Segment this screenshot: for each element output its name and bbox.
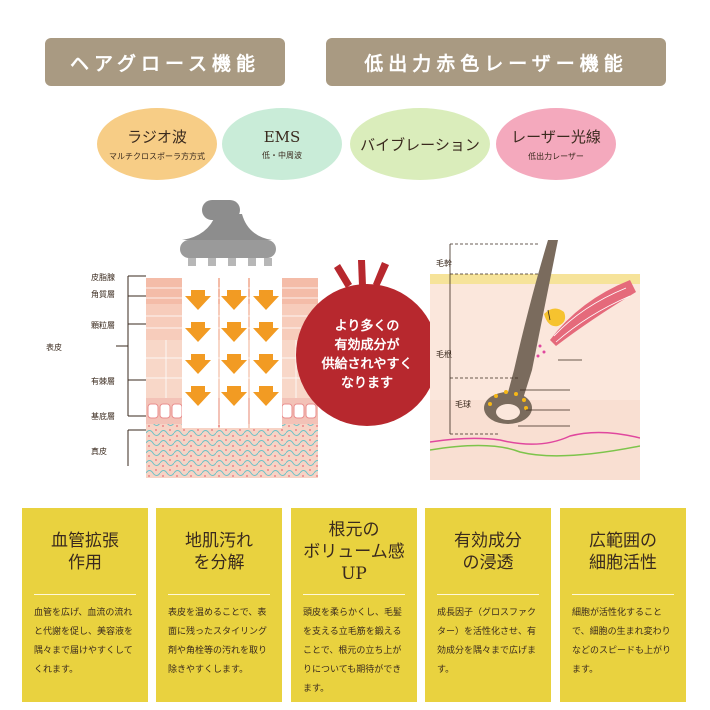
callout-circle: より多くの 有効成分が 供給されやすく なります <box>296 284 438 426</box>
card-scalp-cleansing: 地肌汚れ を分解 表皮を温めることで、表面に残ったスタイリング剤や角栓等の汚れを… <box>156 508 282 702</box>
card-divider <box>303 594 405 595</box>
device-illustration <box>180 200 276 266</box>
skin-diagram <box>146 278 318 478</box>
label-hair-bulb: 毛球 <box>455 400 471 409</box>
label-epidermis: 表皮 <box>46 343 62 352</box>
card-body: 細胞が活性化することで、細胞の生まれ変わりなどのスピードも上がります。 <box>572 608 672 675</box>
card-divider <box>168 594 270 595</box>
ems-oval: EMS 低・中周波 <box>222 108 342 180</box>
label-granular: 顆粒層 <box>91 321 115 330</box>
label-sebaceous: 皮脂腺 <box>91 273 115 282</box>
mode-sub: マルチクロスポーラ方方式 <box>109 152 205 161</box>
mode-sub: 低・中周波 <box>262 150 302 160</box>
card-body: 成長因子（グロスファクター）を活性化させ、有効成分を隅々まで広げます。 <box>437 608 537 675</box>
card-root-volume: 根元の ボリューム感 UP 頭皮を柔らかくし、毛髪を支える立毛筋を鍛えることで、… <box>291 508 417 702</box>
card-title: 地肌汚れ を分解 <box>185 531 253 573</box>
card-divider <box>437 594 539 595</box>
card-title: 根元の ボリューム感 UP <box>303 520 405 584</box>
mode-title: ラジオ波 <box>127 128 187 146</box>
label-hair-shaft: 毛幹 <box>436 259 452 268</box>
card-body: 血管を広げ、血流の流れと代謝を促し、美容液を隅々まで届けやすくしてくれます。 <box>34 608 134 675</box>
laser-oval: レーザー光線 低出力レーザー <box>496 108 616 180</box>
callout-line: より多くの <box>334 319 400 334</box>
callout-line: 有効成分が <box>334 338 400 353</box>
label-stratum-corneum: 角質層 <box>91 290 115 299</box>
vibration-oval: バイブレーション <box>350 108 490 180</box>
mode-sub: 低出力レーザー <box>528 152 584 161</box>
card-vasodilation: 血管拡張 作用 血管を広げ、血流の流れと代謝を促し、美容液を隅々まで届けやすくし… <box>22 508 148 702</box>
skin-brackets <box>116 275 146 466</box>
card-divider <box>572 594 674 595</box>
mode-title: EMS <box>263 127 301 146</box>
callout-line: 供給されやすく <box>321 357 413 372</box>
label-basal: 基底層 <box>91 412 115 421</box>
mode-title: レーザー光線 <box>511 128 601 146</box>
card-body: 頭皮を柔らかくし、毛髪を支える立毛筋を鍛えることで、根元の立ち上がりについても期… <box>303 608 403 694</box>
card-divider <box>34 594 136 595</box>
label-dermis: 真皮 <box>91 447 107 456</box>
mode-title: バイブレーション <box>360 135 480 154</box>
card-penetration: 有効成分 の浸透 成長因子（グロスファクター）を活性化させ、有効成分を隅々まで広… <box>425 508 551 702</box>
card-body: 表皮を温めることで、表面に残ったスタイリング剤や角栓等の汚れを取り除きやすくしま… <box>168 608 268 675</box>
card-title: 血管拡張 作用 <box>51 531 119 573</box>
label-spinous: 有棘層 <box>91 377 115 386</box>
card-title: 有効成分 の浸透 <box>454 531 522 573</box>
label-hair-root: 毛根 <box>436 350 452 359</box>
hair-follicle-diagram <box>430 240 640 480</box>
card-cell-activation: 広範囲の 細胞活性 細胞が活性化することで、細胞の生まれ変わりなどのスピードも上… <box>560 508 686 702</box>
laser-tag: 低出力赤色レーザー機能 <box>326 38 666 86</box>
radio-wave-oval: ラジオ波 マルチクロスポーラ方方式 <box>97 108 217 180</box>
hair-growth-tag: ヘアグロース機能 <box>45 38 285 86</box>
callout-rays <box>334 260 389 288</box>
callout-line: なります <box>340 376 393 391</box>
card-title: 広範囲の 細胞活性 <box>589 531 657 573</box>
